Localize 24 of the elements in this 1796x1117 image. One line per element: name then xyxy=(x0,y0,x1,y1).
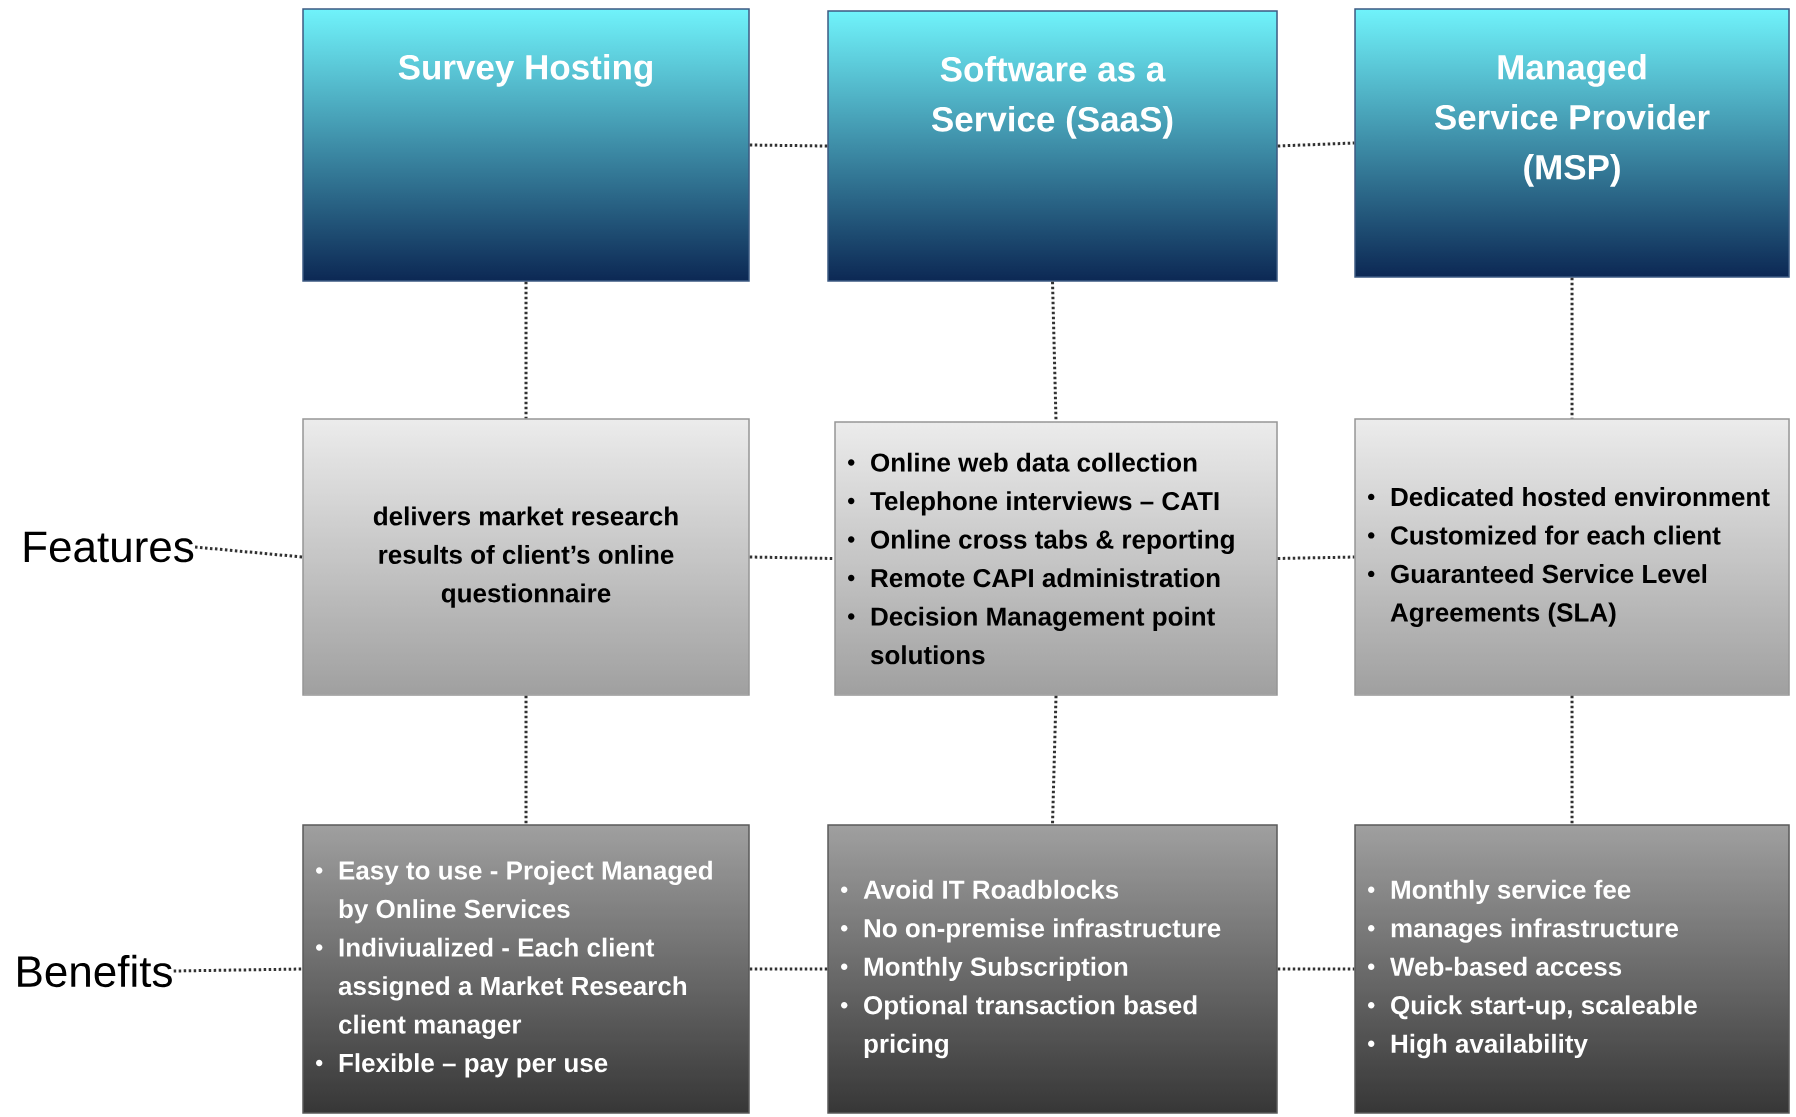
connector-line xyxy=(1277,967,1355,971)
benefit-box: Avoid IT Roadblocks No on-premise infrastructure Monthly Subscription Optional transaction based pricing xyxy=(827,824,1278,1114)
benefit-box: Monthly service fee manages infrastructure Web-based access Quick start-up, scaleable High availability xyxy=(1354,824,1790,1114)
heading-box: Survey Hosting xyxy=(302,8,750,282)
connector-line xyxy=(194,545,303,559)
connector-line xyxy=(749,143,828,148)
connector-line xyxy=(1570,695,1574,825)
heading-box: Software as a Service (SaaS) xyxy=(827,10,1278,282)
feature-box: Dedicated hosted environment Customized for each client Guaranteed Service Level Agreements (SLA) xyxy=(1354,418,1790,696)
connector-line xyxy=(749,555,835,560)
feature-box: Online web data collection Telephone interviews – CATI Online cross tabs & reporting Remote CAPI administration Decision Management point solutions xyxy=(834,421,1278,696)
connector-line xyxy=(173,967,303,973)
connector-line xyxy=(1051,695,1058,825)
connector-line xyxy=(524,695,528,825)
connector-line xyxy=(1051,281,1058,422)
connector-line xyxy=(1277,555,1355,560)
connector-line xyxy=(1277,141,1355,148)
connector-line xyxy=(524,281,528,419)
connector-line xyxy=(749,967,828,971)
heading-box: Managed Service Provider (MSP) xyxy=(1354,8,1790,278)
row-label: Features xyxy=(24,531,194,563)
feature-box: delivers market research results of client’s online questionnaire xyxy=(302,418,750,696)
benefit-box: Easy to use - Project Managed by Online Services Indiviualized - Each client assigned a Market Research client manager Flexible – pay per use xyxy=(302,824,750,1114)
row-label: Benefits xyxy=(18,954,172,988)
